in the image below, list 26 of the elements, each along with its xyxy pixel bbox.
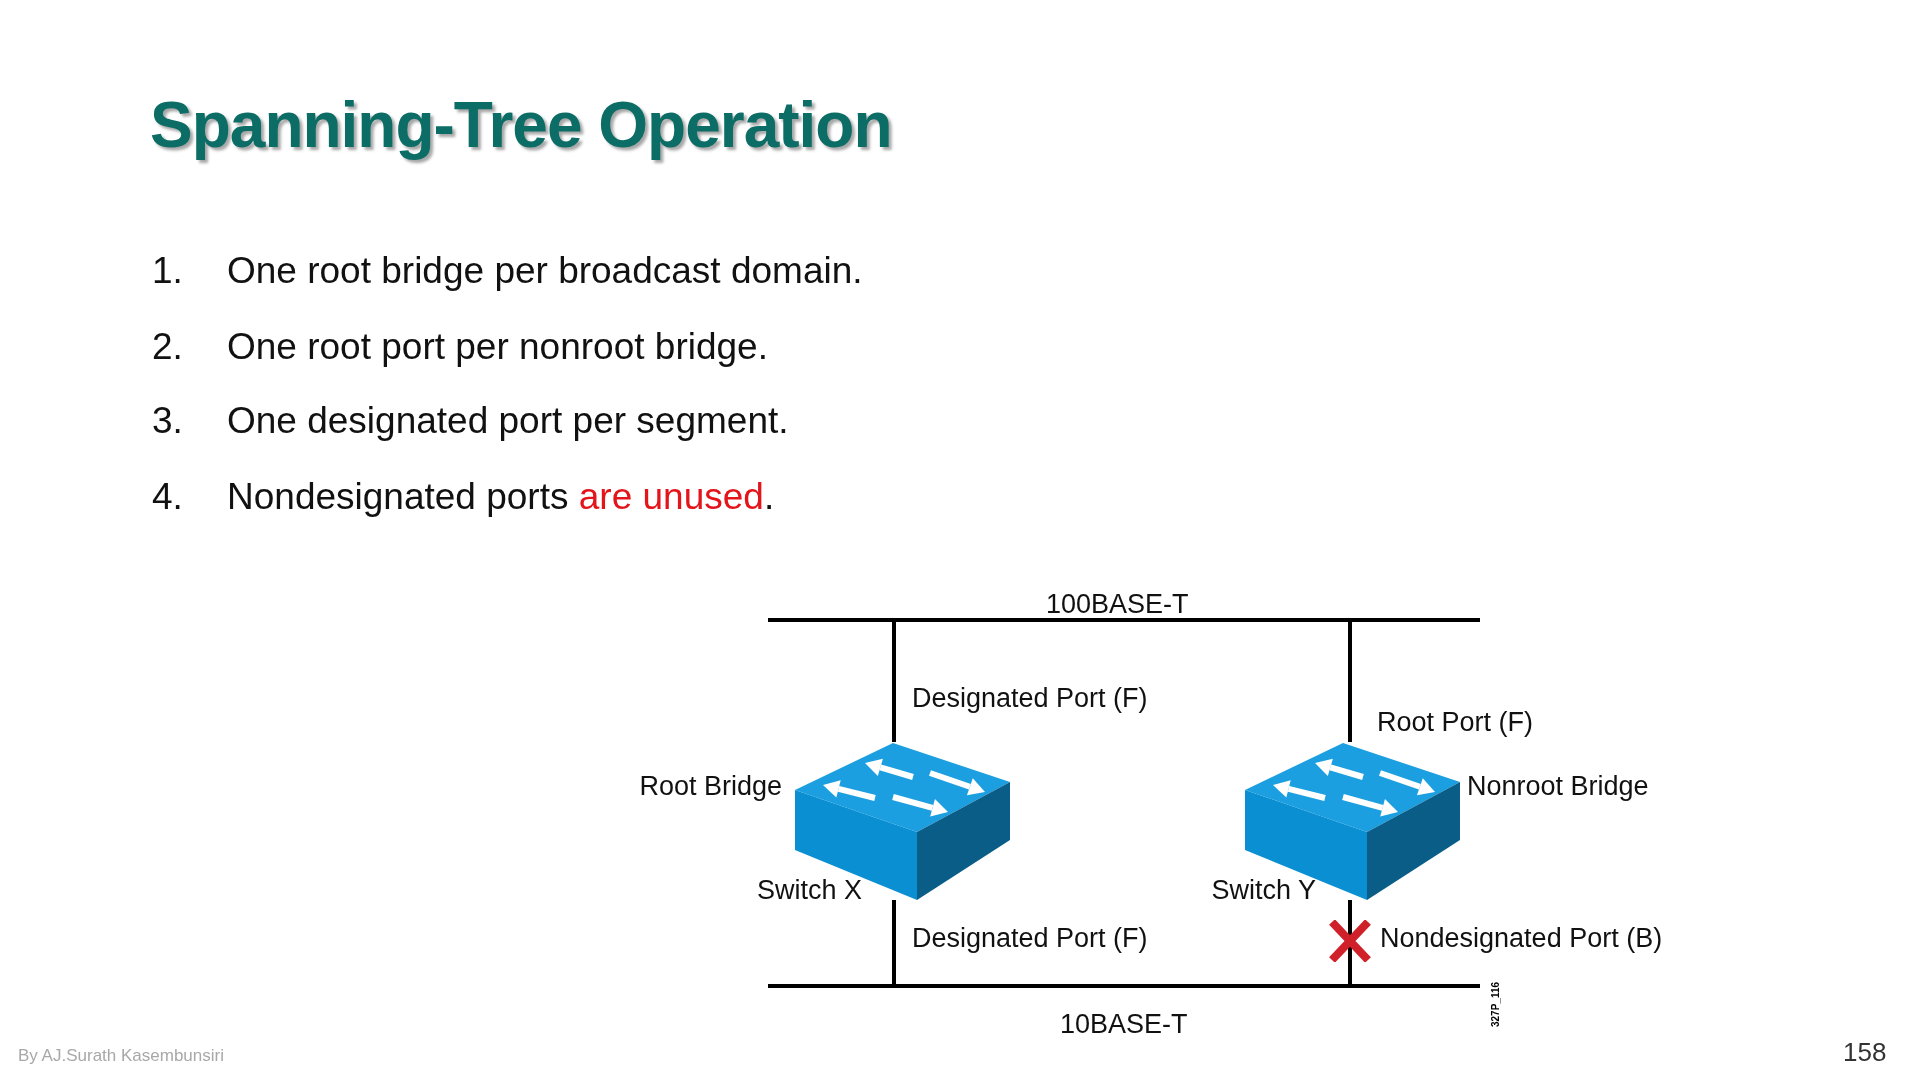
list-number: 1. [152, 249, 183, 293]
segment-label: 100BASE-T [1046, 588, 1189, 620]
figure-code: 327P_116 [1490, 981, 1501, 1027]
segment-label: 10BASE-T [1060, 1008, 1188, 1040]
list-item: Nondesignated ports are unused. [227, 475, 775, 519]
port-label: Designated Port (F) [912, 922, 1148, 954]
list-number: 3. [152, 399, 183, 443]
list-item: One designated port per segment. [227, 399, 789, 443]
network-link-line [1348, 900, 1352, 984]
slide-title: Spanning-Tree Operation [150, 88, 892, 162]
list-item: One root bridge per broadcast domain. [227, 249, 863, 293]
port-label: Root Port (F) [1377, 706, 1534, 738]
author-credit: By AJ.Surath Kasembunsiri [18, 1046, 224, 1066]
network-link-line [892, 900, 896, 984]
device-label: Root Bridge [639, 770, 782, 802]
port-label: Designated Port (F) [912, 682, 1148, 714]
device-label: Switch Y [1211, 874, 1316, 906]
list-item: One root port per nonroot bridge. [227, 325, 768, 369]
device-label: Switch X [756, 874, 862, 906]
port-label: Nondesignated Port (B) [1380, 922, 1663, 954]
page-number: 158 [1843, 1037, 1887, 1068]
list-number: 4. [152, 475, 183, 519]
network-link-line [1348, 622, 1352, 742]
network-link-line [892, 622, 896, 742]
device-label: Nonroot Bridge [1467, 770, 1649, 802]
list-number: 2. [152, 325, 183, 369]
